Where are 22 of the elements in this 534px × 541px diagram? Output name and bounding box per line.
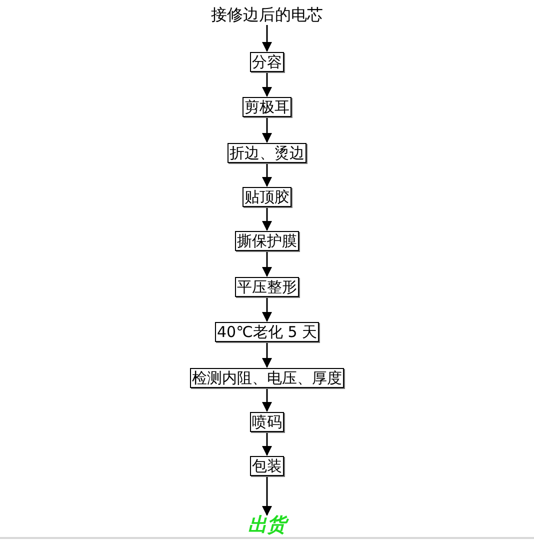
start-text: 接修边后的电芯 bbox=[211, 6, 323, 24]
process-box: 包装 bbox=[250, 456, 284, 476]
process-box: 40℃老化 5 天 bbox=[215, 322, 319, 342]
arrow bbox=[262, 208, 272, 231]
arrow bbox=[262, 389, 272, 412]
process-box: 分容 bbox=[250, 52, 284, 72]
process-box: 检测内阻、电压、厚度 bbox=[190, 368, 344, 388]
process-box: 剪极耳 bbox=[242, 97, 292, 117]
arrow bbox=[262, 477, 272, 516]
process-box: 撕保护膜 bbox=[235, 231, 299, 251]
arrow bbox=[262, 118, 272, 143]
arrow bbox=[262, 164, 272, 187]
arrow bbox=[262, 433, 272, 456]
process-box: 折边、烫边 bbox=[228, 143, 306, 163]
arrow bbox=[262, 73, 272, 97]
process-box: 喷码 bbox=[250, 412, 284, 432]
process-box: 平压整形 bbox=[235, 277, 299, 297]
arrow bbox=[262, 298, 272, 322]
arrow bbox=[262, 343, 272, 368]
arrow bbox=[262, 252, 272, 277]
process-box: 贴顶胶 bbox=[242, 187, 292, 207]
arrow bbox=[262, 25, 272, 52]
